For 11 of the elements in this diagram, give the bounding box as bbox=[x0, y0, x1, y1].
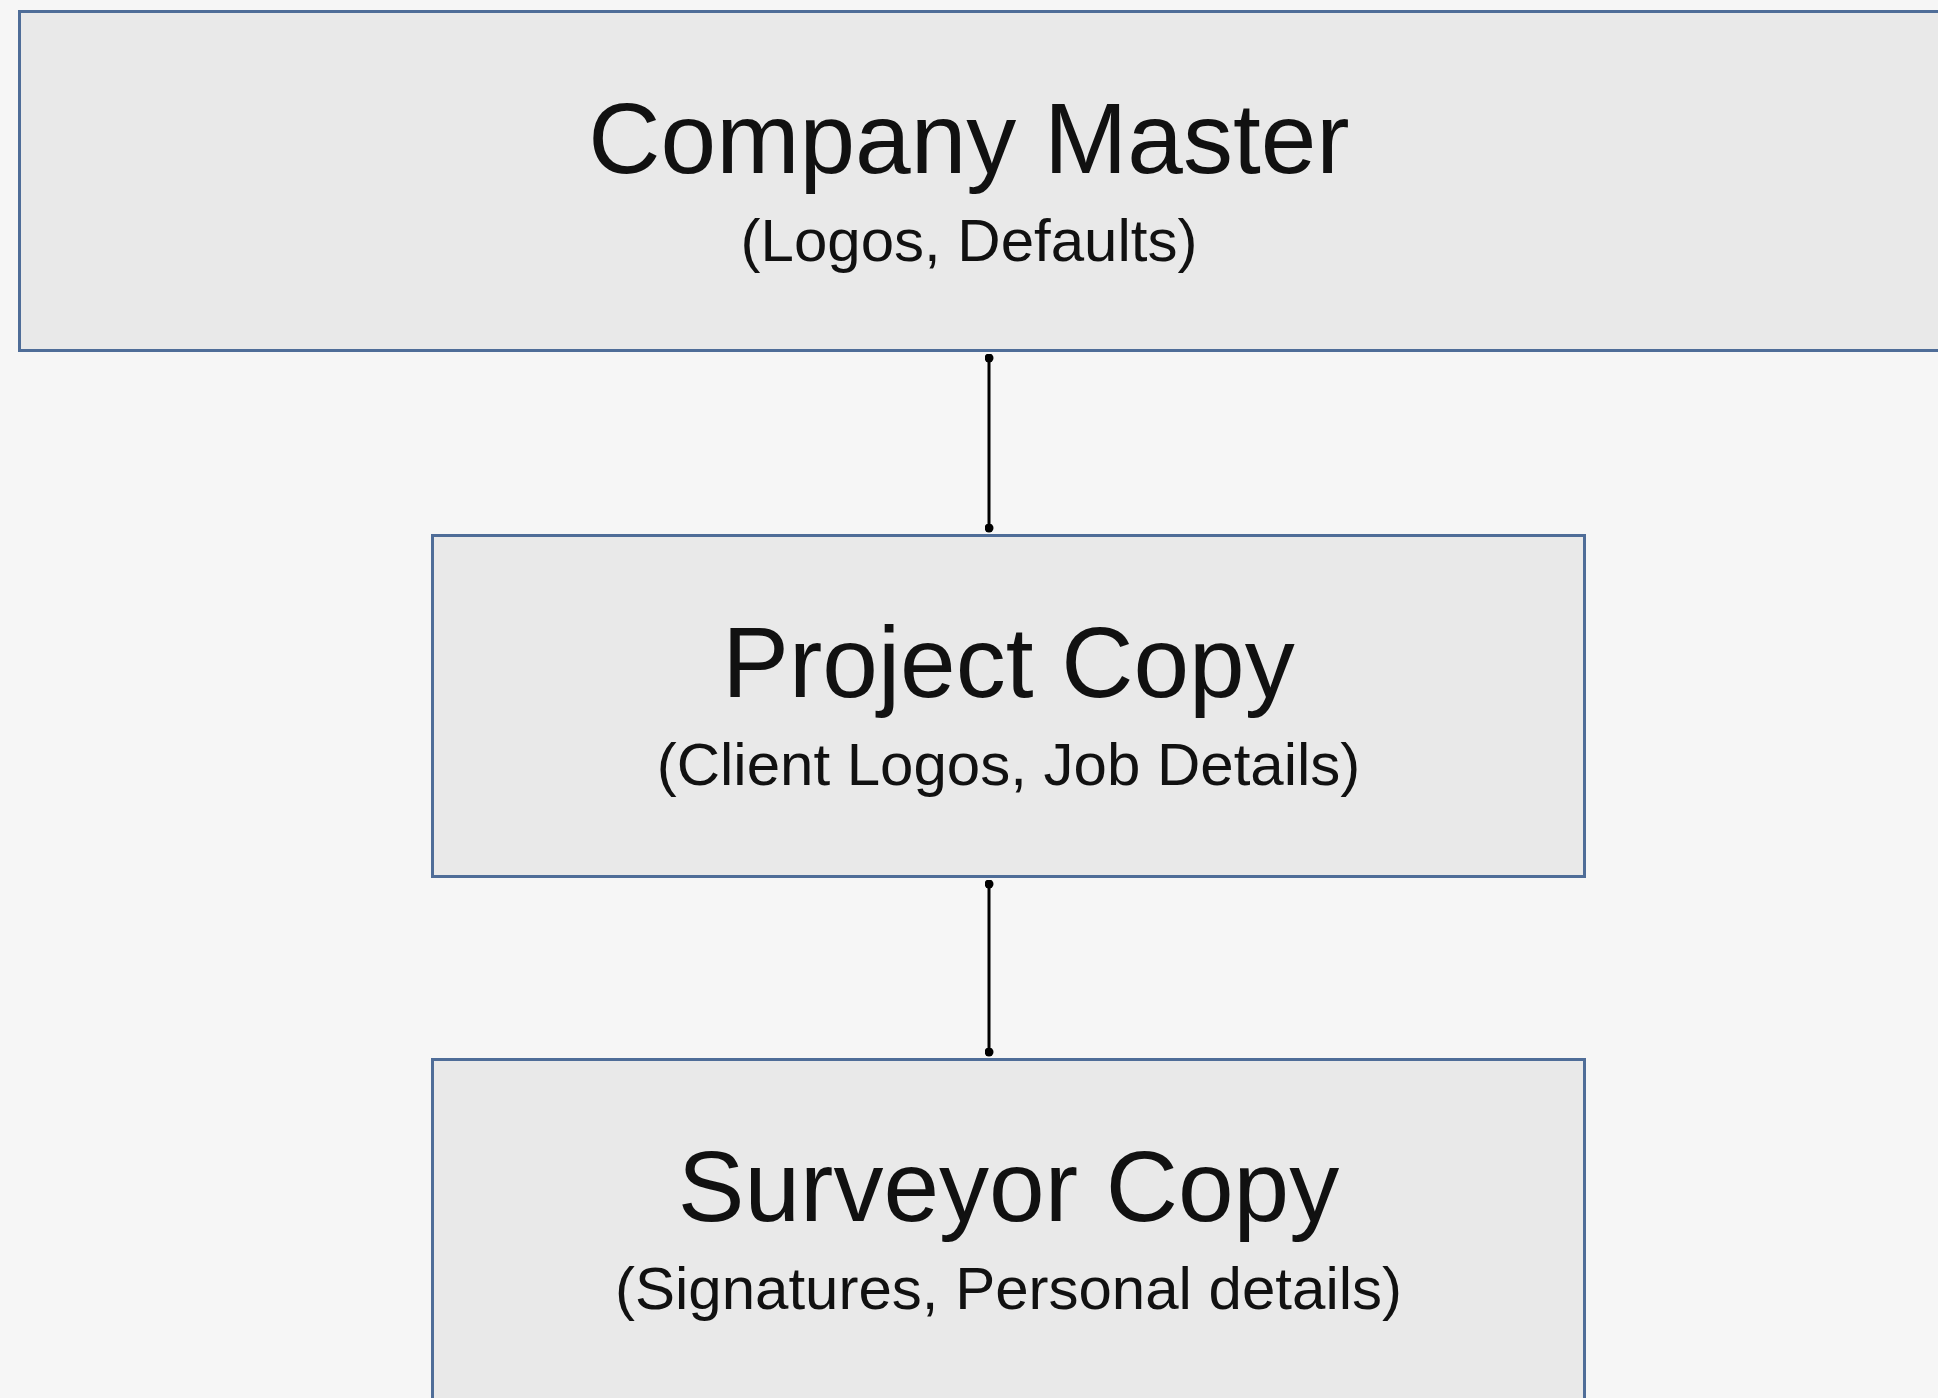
process-box bbox=[431, 534, 1586, 878]
box-title: Company Master bbox=[588, 83, 1350, 193]
box-title: Surveyor Copy bbox=[677, 1131, 1340, 1241]
connector bbox=[984, 353, 994, 533]
connector bbox=[984, 879, 994, 1057]
box-subtitle: (Signatures, Personal details) bbox=[614, 1254, 1403, 1324]
process-box bbox=[431, 1058, 1586, 1398]
box-title: Project Copy bbox=[722, 607, 1295, 717]
process-box bbox=[18, 10, 1938, 352]
box-subtitle: (Client Logos, Job Details) bbox=[656, 730, 1361, 800]
box-subtitle: (Logos, Defaults) bbox=[740, 206, 1198, 276]
